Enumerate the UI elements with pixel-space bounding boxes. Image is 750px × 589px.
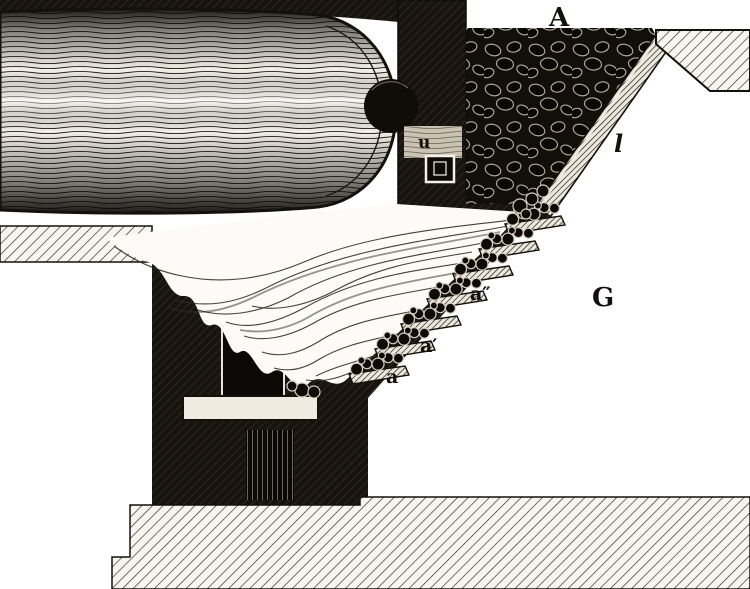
boiler-end-boss [364, 79, 418, 133]
regulator-slide [424, 154, 456, 184]
label-grate-step-upper: a″ [470, 283, 491, 305]
foundation-floor [111, 496, 750, 589]
label-hopper: A [548, 3, 570, 33]
label-feed-regulator: u [418, 133, 430, 153]
top-right-masonry [655, 29, 750, 92]
label-grate-step-lower: a [386, 366, 398, 388]
label-gas-space: G [592, 283, 614, 313]
step-bar [348, 365, 411, 385]
fuel-hopper [466, 28, 658, 208]
dead-plate-shelf [182, 395, 319, 421]
coal-lumps [286, 184, 562, 399]
flames [106, 204, 522, 388]
step-grate [286, 184, 567, 399]
feed-regulator [404, 126, 462, 184]
flame-strokes [113, 219, 513, 382]
boiler-flue [0, 7, 398, 215]
labels: A l G u a a′ a″ [386, 3, 623, 388]
label-chute: l [614, 129, 623, 158]
label-grate-step-middle: a′ [420, 335, 437, 357]
ash-pit [246, 430, 294, 500]
